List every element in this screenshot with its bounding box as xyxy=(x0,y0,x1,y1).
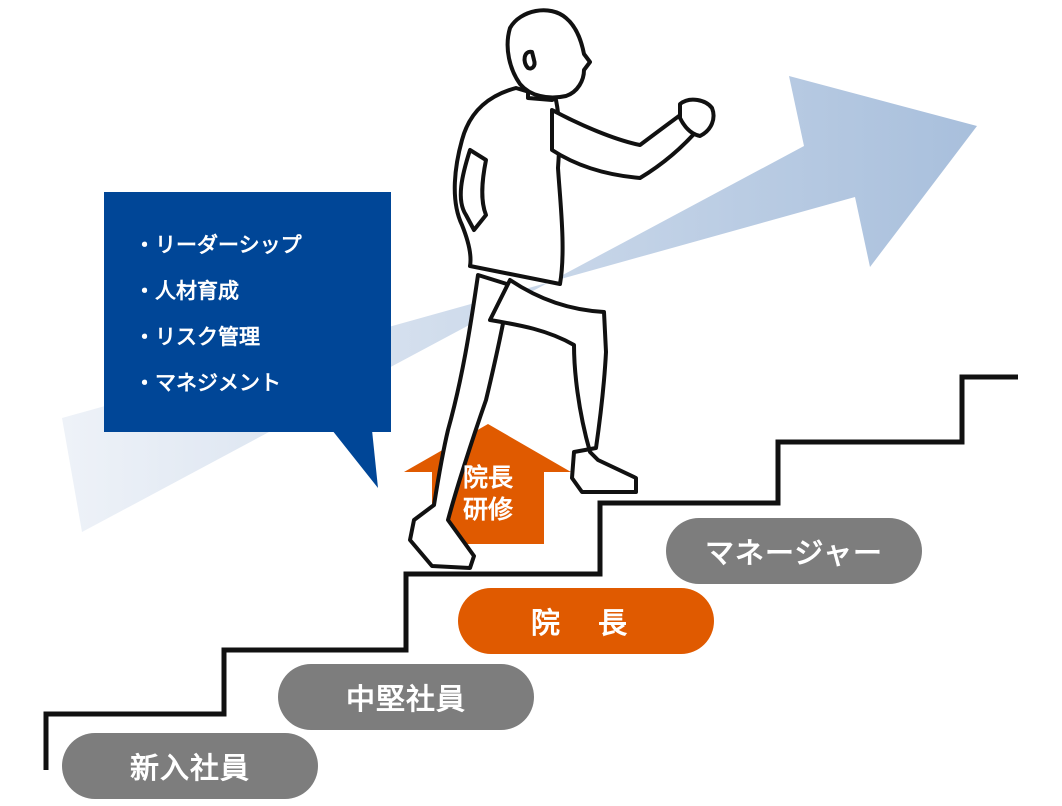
skill-item-talent-development: ・人材育成 xyxy=(134,279,239,303)
level-manager: マネージャー xyxy=(666,518,922,584)
skills-list: ・リーダーシップ ・人材育成 ・リスク管理 ・マネジメント xyxy=(134,222,391,406)
training-label-line2: 研修 xyxy=(462,495,513,524)
callout-tail xyxy=(332,430,378,488)
skill-item-leadership: ・リーダーシップ xyxy=(134,233,302,257)
skills-callout: ・リーダーシップ ・人材育成 ・リスク管理 ・マネジメント xyxy=(104,192,391,432)
training-label-line1: 院長 xyxy=(462,463,513,492)
training-label: 院長 研修 xyxy=(432,462,544,526)
person-climbing-icon xyxy=(408,8,716,570)
level-new-employee: 新入社員 xyxy=(62,733,318,799)
skill-item-risk-management: ・リスク管理 xyxy=(134,325,260,349)
level-director: 院 長 xyxy=(458,588,714,654)
staircase-icon xyxy=(43,374,1018,770)
level-mid-level: 中堅社員 xyxy=(278,664,534,730)
skill-item-management: ・マネジメント xyxy=(134,371,281,395)
